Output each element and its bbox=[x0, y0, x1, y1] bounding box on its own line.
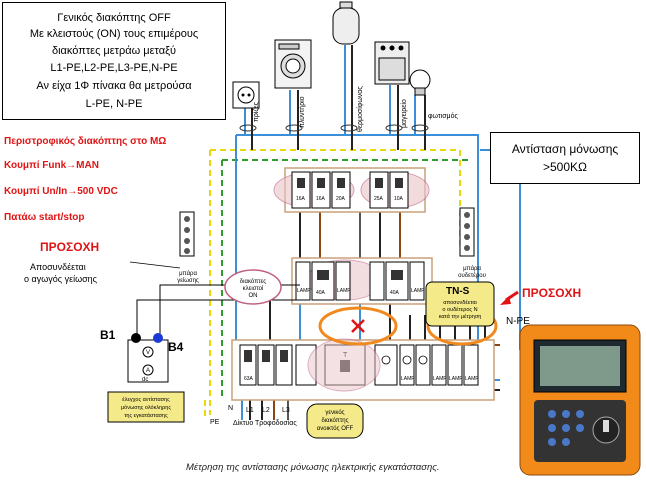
main-off-callout: γενικός διακόπτης ανοικτός OFF bbox=[306, 403, 364, 439]
check-line: έλεγχος αντίστασης bbox=[122, 396, 170, 403]
callout-line: ON bbox=[249, 293, 258, 299]
breaker-rating: 16A bbox=[296, 196, 306, 202]
breaker-rating: 20A bbox=[336, 196, 346, 202]
voltmeter-label: V bbox=[146, 350, 150, 356]
current-clamps bbox=[239, 124, 429, 132]
callout-line: γενικός bbox=[325, 409, 344, 416]
main-breaker-rating: 63A bbox=[244, 376, 254, 382]
line-l1: L1 bbox=[246, 407, 254, 414]
lamp-label: LAMP bbox=[297, 288, 311, 294]
breaker-rating: 25A bbox=[374, 196, 384, 202]
b4-label: B4 bbox=[168, 340, 184, 354]
breaker-rating: 16A bbox=[316, 196, 326, 202]
load-label: πλυντήριο bbox=[299, 96, 306, 128]
info-line: διακόπτες μετράω μεταξύ bbox=[51, 45, 177, 57]
line-n: N bbox=[228, 405, 233, 412]
ground-pointer bbox=[129, 261, 181, 269]
disconnect-x-icon bbox=[351, 319, 365, 333]
warning-title-right: ΠΡΟΣΟΧΗ bbox=[522, 286, 582, 300]
load-label: φωτισμός bbox=[428, 112, 458, 120]
step-start-stop: Πατάω start/stop bbox=[4, 212, 85, 223]
probe-b4 bbox=[153, 333, 163, 343]
figure-caption: Μέτρηση της αντίστασης μόνωσης ηλεκτρική… bbox=[186, 462, 440, 473]
callout-line: διακόπτης bbox=[321, 417, 348, 424]
line-pe: PE bbox=[210, 419, 220, 426]
npe-label: N-PE bbox=[506, 316, 530, 327]
lamp-label: LAMP bbox=[465, 376, 479, 382]
supply-labels: N L1 L2 L3 PE Δίκτυο Τροφοδοσίας bbox=[210, 405, 297, 427]
lamp-label: LAMP bbox=[433, 376, 447, 382]
warning-arrow-icon bbox=[500, 290, 519, 305]
info-line: Αν είχα 1Φ πίνακα θα μετρούσα bbox=[36, 80, 192, 92]
bar-neutral-label: ουδετέρου bbox=[458, 272, 486, 279]
breaker-rating: 10A bbox=[394, 196, 404, 202]
load-label: μαγειρείο bbox=[400, 99, 408, 128]
neutral-bar bbox=[459, 207, 475, 257]
load-water-heater bbox=[332, 1, 360, 45]
load-light bbox=[409, 69, 431, 96]
ammeter-label: A bbox=[146, 368, 150, 374]
check-line: της εγκατάστασης bbox=[124, 412, 168, 419]
step-rotary-switch: Περιστροφικός διακόπτης στο ΜΩ bbox=[4, 136, 167, 147]
step-un-in-button: Κουμπί Un/In→500 VDC bbox=[4, 186, 118, 197]
warning-line: Αποσυνδέεται bbox=[30, 262, 86, 272]
bar-ground-label: μπάρα bbox=[179, 270, 197, 277]
check-line: μόνωσης ολόκληρης bbox=[121, 404, 171, 411]
tns-line: ο ουδέτερος N bbox=[442, 306, 477, 313]
load-socket bbox=[232, 81, 260, 109]
load-cooker bbox=[374, 41, 410, 85]
tns-callout: TN-S αποσυνδέεται ο ουδέτερος N κατά την… bbox=[425, 281, 495, 327]
lamp-label: LAMP bbox=[401, 376, 415, 382]
line-l3: L3 bbox=[282, 407, 290, 414]
bar-labels: μπάρα γείωσης μπάρα ουδετέρου bbox=[177, 265, 486, 284]
load-washing-machine bbox=[274, 39, 312, 89]
warning-title-left: ΠΡΟΣΟΧΗ bbox=[40, 240, 100, 254]
info-line: Γενικός διακόπτης OFF bbox=[57, 12, 171, 24]
rcd-rating: 40A bbox=[316, 290, 326, 296]
info-line: L1-PE,L2-PE,L3-PE,N-PE bbox=[50, 62, 178, 74]
rcd-panel: LAMP 40A LAMP 40A LAMP bbox=[291, 257, 433, 305]
callout-line: ανοικτός OFF bbox=[317, 425, 354, 432]
load-labels: πρίζες πλυντήριο θερμοσίφωνας μαγειρείο … bbox=[252, 86, 458, 132]
lamp-label: LAMP bbox=[337, 288, 351, 294]
top-breaker-panel: 16A 16A 20A 25A 10A bbox=[273, 167, 430, 213]
step-funk-button: Κουμπί Funk→MAN bbox=[4, 160, 99, 171]
meter-symbols: V A dc bbox=[142, 346, 154, 383]
load-label: πρίζες bbox=[252, 101, 260, 122]
line-l2: L2 bbox=[262, 407, 270, 414]
switches-closed-callout: διακόπτες κλειστοί ON bbox=[224, 269, 282, 305]
b1-label: B1 bbox=[100, 328, 116, 342]
main-panel: 63A T LAMP LAMP LAMP LAMP bbox=[231, 338, 495, 401]
tns-line: αποσυνδέεται bbox=[443, 299, 477, 306]
check-label-box: έλεγχος αντίστασης μόνωσης ολόκληρης της… bbox=[107, 391, 185, 423]
lamp-label: LAMP bbox=[411, 288, 425, 294]
load-label: θερμοσίφωνας bbox=[356, 86, 364, 132]
ground-bar bbox=[179, 211, 195, 257]
tns-title: TN-S bbox=[446, 286, 470, 297]
info-line: Με κλειστούς (ON) τους επιμέρους bbox=[29, 28, 199, 40]
callout-line: κλειστοί bbox=[243, 286, 264, 292]
tns-line: κατά την μέτρηση bbox=[439, 313, 482, 320]
callout-line: διακόπτες bbox=[240, 278, 267, 285]
network-label: Δίκτυο Τροφοδοσίας bbox=[233, 419, 297, 427]
probe-b1 bbox=[131, 333, 141, 343]
bar-neutral-label: μπάρα bbox=[463, 265, 481, 272]
info-line: L-PE, N-PE bbox=[85, 98, 143, 110]
info-box bbox=[2, 2, 226, 120]
dc-label: dc bbox=[142, 377, 148, 383]
resistance-line: Αντίσταση μόνωσης bbox=[511, 142, 619, 156]
warning-line: ο αγωγός γείωσης bbox=[24, 274, 98, 284]
resistance-line: >500ΚΩ bbox=[542, 160, 587, 174]
rcd-rating: 40A bbox=[390, 290, 400, 296]
resistance-box bbox=[490, 132, 640, 184]
bar-ground-label: γείωσης bbox=[177, 278, 199, 284]
lamp-label: LAMP bbox=[449, 376, 463, 382]
insulation-tester-device bbox=[519, 324, 641, 476]
